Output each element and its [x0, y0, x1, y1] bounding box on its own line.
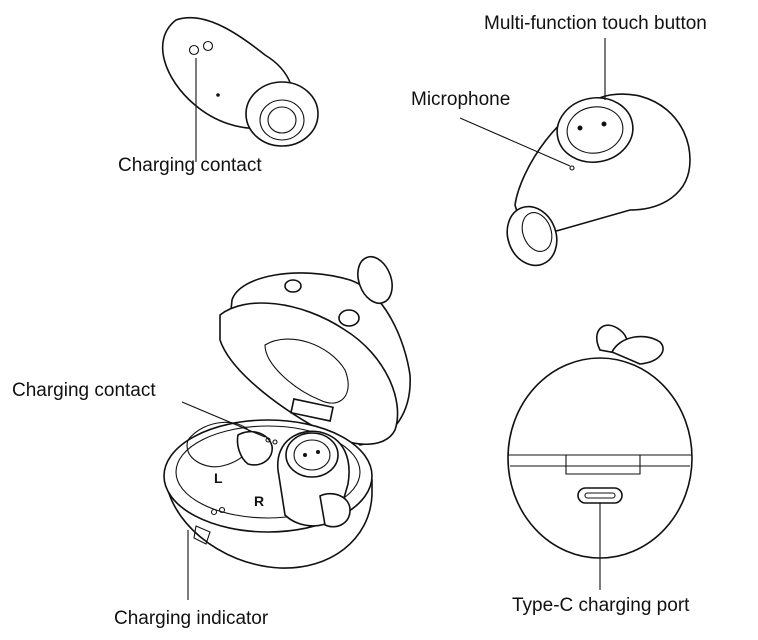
label-type-c-port: Type-C charging port	[512, 595, 690, 616]
open-charging-case	[163, 255, 411, 569]
case-contact-leader	[181, 401, 266, 438]
case-mark-left: L	[214, 470, 223, 486]
microphone-leader	[459, 117, 571, 167]
closed-case-ear-front	[610, 335, 664, 365]
label-microphone: Microphone	[411, 89, 511, 110]
earbud-contact-dot-1	[188, 44, 200, 56]
label-charging-indicator: Charging indicator	[114, 608, 269, 629]
earbud-front-view	[506, 93, 691, 267]
case-ear	[357, 255, 393, 305]
label-case-charging-contact: Charging contact	[12, 380, 156, 401]
label-touch-button: Multi-function touch button	[484, 13, 707, 34]
closed-charging-case	[507, 324, 693, 559]
case-mark-right: R	[254, 493, 265, 509]
charging-indicator-light	[193, 525, 211, 545]
earbud-contact-dot-2	[202, 40, 214, 52]
earbud-rear-view	[161, 16, 319, 147]
label-earbud-charging-contact: Charging contact	[118, 155, 262, 176]
